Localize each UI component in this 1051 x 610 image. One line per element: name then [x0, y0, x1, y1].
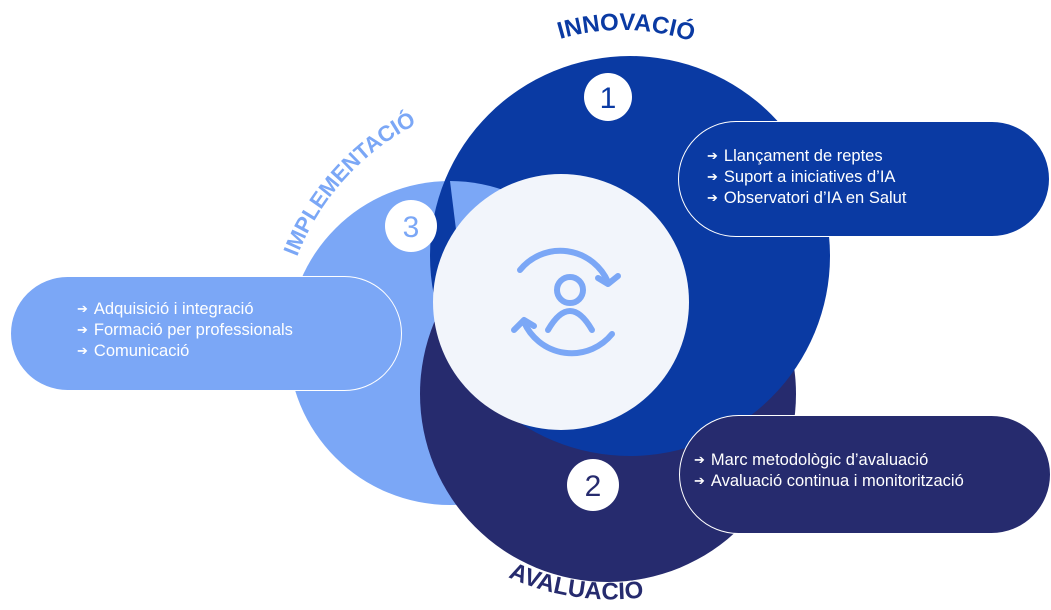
- implementacio-pill: ➔Adquisició i integració ➔Formació per p…: [10, 276, 402, 391]
- number-badge-3: 3: [385, 200, 437, 252]
- list-item: ➔Marc metodològic d’avaluació: [694, 451, 929, 469]
- number-badge-2: 2: [567, 459, 619, 511]
- list-item: ➔Comunicació: [77, 342, 190, 360]
- innovacio-pill: ➔Llançament de reptes ➔Suport a iniciati…: [678, 121, 1050, 237]
- list-item: ➔Adquisició i integració: [77, 300, 254, 318]
- list-item: ➔Suport a iniciatives d’IA: [707, 168, 896, 186]
- arrow-right-icon: ➔: [707, 148, 718, 163]
- list-item: ➔Formació per professionals: [77, 321, 293, 339]
- person-cycle-icon: [511, 247, 621, 357]
- list-item: ➔Observatori d’IA en Salut: [707, 189, 907, 207]
- svg-text:1: 1: [600, 82, 617, 115]
- arrow-right-icon: ➔: [707, 169, 718, 184]
- arrow-right-icon: ➔: [694, 473, 705, 488]
- svg-text:2: 2: [585, 470, 602, 503]
- arrow-right-icon: ➔: [694, 452, 705, 467]
- avaluacio-pill: ➔Marc metodològic d’avaluació ➔Avaluació…: [679, 415, 1051, 534]
- arrow-right-icon: ➔: [77, 301, 88, 316]
- svg-text:3: 3: [403, 211, 420, 244]
- list-item: ➔Llançament de reptes: [707, 147, 883, 165]
- number-badge-1: 1: [584, 73, 632, 121]
- innovacio-heading: INNOVACIÓ: [554, 9, 698, 47]
- arrow-right-icon: ➔: [77, 322, 88, 337]
- arrow-right-icon: ➔: [77, 343, 88, 358]
- arrow-right-icon: ➔: [707, 190, 718, 205]
- list-item: ➔Avaluació continua i monitorització: [694, 472, 964, 490]
